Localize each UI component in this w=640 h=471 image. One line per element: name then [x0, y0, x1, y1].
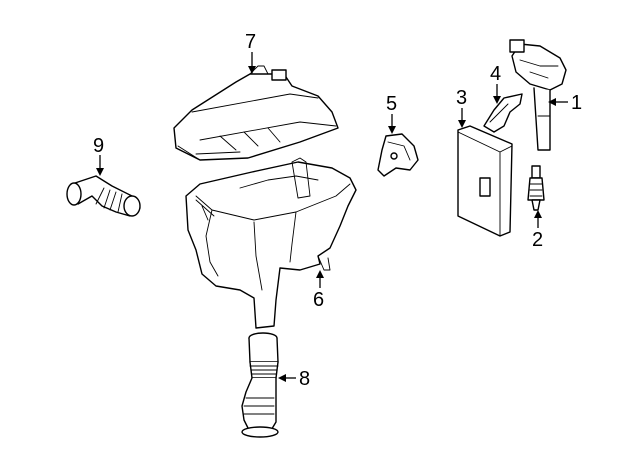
- callout-6: 6: [313, 289, 324, 311]
- arrowhead-6: [316, 270, 324, 278]
- engine-control-module[interactable]: [457, 125, 513, 237]
- arrowhead-8: [278, 374, 286, 382]
- ecm-bracket[interactable]: [483, 93, 523, 133]
- callout-9: 9: [93, 135, 104, 157]
- arrowhead-2: [534, 210, 542, 218]
- air-cleaner-cover[interactable]: [173, 65, 339, 161]
- intake-duct[interactable]: [241, 332, 279, 438]
- callout-4: 4: [490, 63, 501, 85]
- arrowhead-5: [388, 126, 396, 134]
- callout-1: 1: [571, 92, 582, 114]
- callout-7: 7: [245, 31, 256, 53]
- mounting-bracket[interactable]: [377, 133, 419, 177]
- arrowhead-9: [96, 168, 104, 176]
- callout-labels: 7 9 5 3 4 1 2 6 8: [93, 31, 582, 390]
- callout-2: 2: [532, 229, 543, 251]
- arrowhead-4: [493, 96, 501, 104]
- callout-8: 8: [299, 368, 310, 390]
- arrowhead-1: [548, 98, 556, 106]
- air-hose[interactable]: [66, 175, 141, 217]
- ignition-coil[interactable]: [509, 39, 567, 151]
- arrowhead-3: [458, 120, 466, 128]
- callout-5: 5: [386, 93, 397, 115]
- spark-plug[interactable]: [527, 165, 545, 211]
- air-cleaner-housing[interactable]: [185, 157, 357, 329]
- leader-lines: [96, 52, 568, 382]
- arrowhead-7: [248, 66, 256, 74]
- callout-3: 3: [456, 87, 467, 109]
